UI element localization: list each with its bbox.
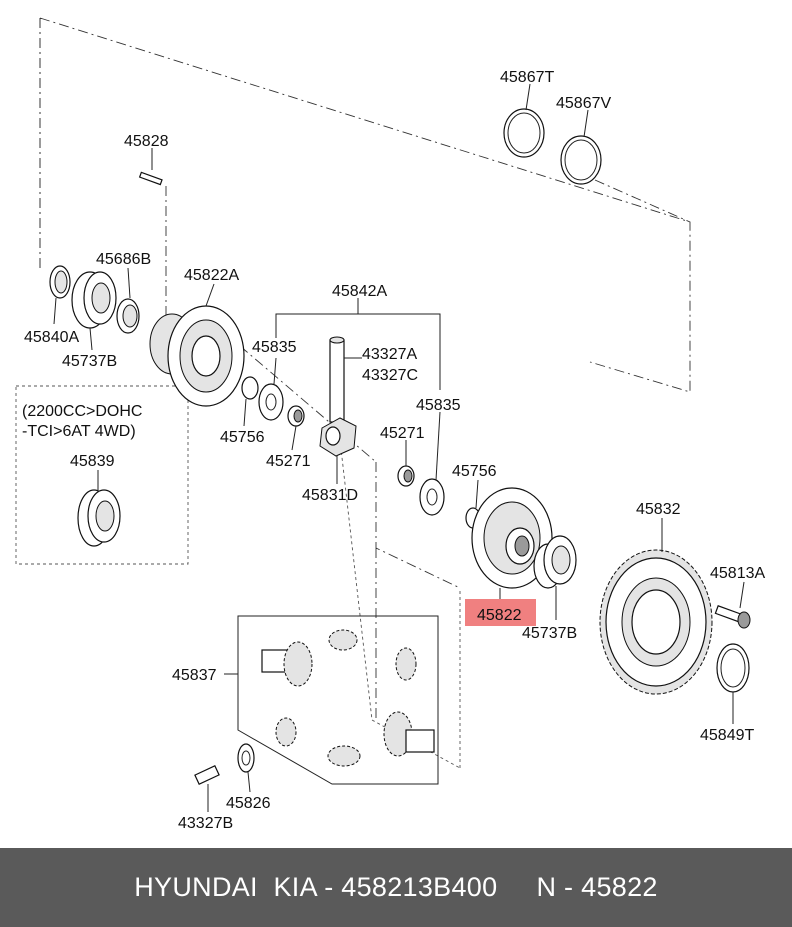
case-45822A-bore bbox=[191, 335, 221, 377]
seal-45840A-inner bbox=[54, 270, 68, 294]
label-43327C: 43327C bbox=[362, 367, 418, 384]
note-line-1: (2200CC>DOHC bbox=[22, 403, 142, 420]
bolt-45813A-head bbox=[737, 611, 751, 629]
pinion-gear-left-bottom bbox=[275, 717, 297, 747]
side-gear-right-shaft bbox=[405, 729, 435, 753]
label-45832: 45832 bbox=[636, 501, 681, 518]
oring-45867V bbox=[560, 135, 602, 185]
bearing-45737B-right-bore bbox=[551, 545, 571, 575]
label-45271-left: 45271 bbox=[266, 453, 311, 470]
label-45842A: 45842A bbox=[332, 283, 387, 300]
leader-45756-right bbox=[475, 479, 479, 509]
pin-43327B bbox=[194, 765, 220, 785]
washer-45756-left bbox=[241, 376, 259, 400]
bearing-45839-bore bbox=[95, 500, 115, 532]
label-45835-left: 45835 bbox=[252, 339, 297, 356]
shaft-43327A-end bbox=[329, 336, 345, 344]
label-45822A: 45822A bbox=[184, 267, 239, 284]
washer-45835-left bbox=[258, 383, 284, 421]
washer-45271-right-inner bbox=[403, 469, 413, 483]
label-45840A: 45840A bbox=[24, 329, 79, 346]
leader-45737B-left bbox=[89, 327, 93, 351]
leader-45271-left bbox=[291, 425, 297, 451]
side-gear-left bbox=[283, 641, 313, 687]
oring-45867V-inner bbox=[564, 139, 598, 181]
leader-45826 bbox=[247, 771, 251, 793]
ring-45686B-inner bbox=[122, 304, 138, 328]
footer-banner: HYUNDAI KIA - 458213B400 N - 45822 bbox=[0, 848, 792, 927]
label-45867T: 45867T bbox=[500, 69, 554, 86]
label-45756-right: 45756 bbox=[452, 463, 497, 480]
label-45822: 45822 bbox=[477, 607, 522, 624]
washer-45849T bbox=[716, 643, 750, 693]
label-45837: 45837 bbox=[172, 667, 217, 684]
label-43327B: 43327B bbox=[178, 815, 233, 832]
option-box bbox=[15, 385, 189, 565]
label-45849T: 45849T bbox=[700, 727, 754, 744]
pin-45828 bbox=[138, 171, 163, 186]
washer-45826 bbox=[237, 743, 255, 773]
leader-45822A bbox=[205, 283, 215, 307]
leader-45756-left bbox=[243, 398, 247, 427]
washer-45835-right-hole bbox=[426, 488, 438, 506]
washer-45271-left-inner bbox=[293, 409, 303, 423]
parts-diagram: 45867T 45867V 45828 45686B 45822A 45842A… bbox=[15, 17, 765, 832]
pinion-gear-bottom bbox=[327, 745, 361, 767]
leader-45835-left bbox=[273, 357, 277, 385]
label-45828: 45828 bbox=[124, 133, 169, 150]
washer-45835-left-hole bbox=[265, 393, 277, 411]
oring-45867T bbox=[503, 108, 545, 158]
note-line-2: -TCI>6AT 4WD) bbox=[22, 423, 136, 440]
label-45835-right: 45835 bbox=[416, 397, 461, 414]
ring-gear-45832-bore bbox=[631, 589, 681, 655]
leader-45835-right bbox=[435, 411, 441, 481]
pinion-gear-top bbox=[328, 629, 358, 651]
label-45756-left: 45756 bbox=[220, 429, 265, 446]
label-45271-right: 45271 bbox=[380, 425, 425, 442]
label-45686B: 45686B bbox=[96, 251, 151, 268]
washer-45849T-inner bbox=[720, 648, 746, 688]
pinion-gear-right bbox=[395, 647, 417, 681]
bearing-45737B-left-bore bbox=[91, 282, 111, 314]
washer-45826-inner bbox=[241, 750, 251, 766]
case-45822-bore bbox=[514, 535, 530, 557]
label-45831D: 45831D bbox=[302, 487, 358, 504]
oring-45867T-inner bbox=[507, 112, 541, 154]
washer-45835-right bbox=[419, 478, 445, 516]
kit-box-45837 bbox=[237, 615, 439, 785]
label-45737B-left: 45737B bbox=[62, 353, 117, 370]
assembly-outline-path bbox=[39, 17, 691, 720]
label-45826: 45826 bbox=[226, 795, 271, 812]
label-43327A: 43327A bbox=[362, 346, 417, 363]
leader-45840A bbox=[53, 297, 57, 325]
leader-45867V bbox=[583, 109, 589, 138]
label-45813A: 45813A bbox=[710, 565, 765, 582]
label-45737B-right: 45737B bbox=[522, 625, 577, 642]
block-45831D-hole bbox=[325, 426, 341, 446]
leader-45686B bbox=[127, 267, 131, 299]
shaft-43327A bbox=[329, 339, 345, 423]
label-45839: 45839 bbox=[70, 453, 115, 470]
highlight-45822 bbox=[465, 599, 536, 626]
leader-45813A bbox=[739, 581, 745, 609]
leader-45867T bbox=[525, 83, 531, 111]
label-45867V: 45867V bbox=[556, 95, 611, 112]
